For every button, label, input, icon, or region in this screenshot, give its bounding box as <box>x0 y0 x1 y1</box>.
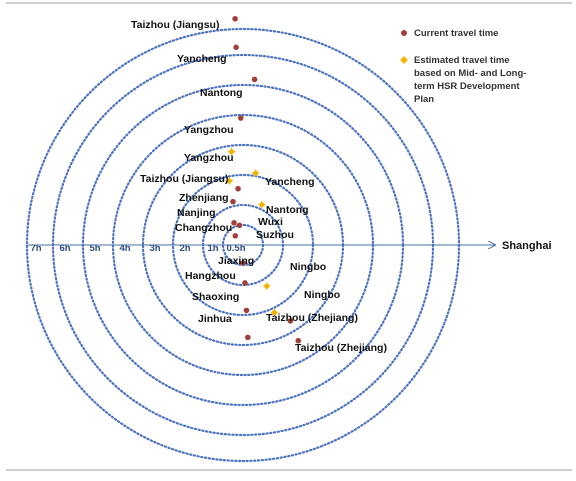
label-estimated-yancheng: Yancheng <box>265 176 315 188</box>
tick-label-6h: 6h <box>59 243 70 254</box>
point-current-taizhou-jiangsu <box>232 15 238 22</box>
point-estimated-yancheng <box>251 169 260 177</box>
legend-label-estimated-line-3: term HSR Development <box>414 81 520 92</box>
point-current-nantong <box>251 76 258 83</box>
top-rule <box>6 2 572 4</box>
point-current-changzhou <box>231 219 237 226</box>
point-current-suzhou <box>232 233 239 239</box>
city-labels: Taizhou (Jiangsu)YanchengNantongYangzhou… <box>131 19 387 354</box>
label-current-yancheng: Yancheng <box>177 53 227 65</box>
tick-label-7h: 7h <box>30 243 41 254</box>
point-current-hangzhou <box>242 280 248 286</box>
label-current-ningbo: Ningbo <box>304 289 340 301</box>
point-current-nanjing <box>230 198 236 205</box>
point-estimated-taizhou-zhejiang <box>270 308 279 317</box>
legend-label-current: Current travel time <box>414 28 498 39</box>
label-current-shaoxing: Shaoxing <box>192 291 239 303</box>
point-current-zhenjiang <box>235 185 241 192</box>
label-current-changzhou: Changzhou <box>175 222 232 234</box>
legend-marker-estimated <box>400 56 408 64</box>
tick-label-5h: 5h <box>89 243 100 254</box>
tick-label-4h: 4h <box>119 243 130 254</box>
bottom-rule <box>6 469 572 471</box>
label-current-hangzhou: Hangzhou <box>185 270 236 282</box>
label-estimated-taizhou-jiangsu: Taizhou (Jiangsu) <box>140 173 228 185</box>
label-current-taizhou-jiangsu: Taizhou (Jiangsu) <box>131 19 219 31</box>
tick-label-1h: 1h <box>207 243 218 254</box>
label-current-zhenjiang: Zhenjiang <box>179 192 229 204</box>
point-current-ningbo <box>287 318 294 324</box>
legend-label-estimated-line-1: Estimated travel time <box>414 55 510 66</box>
point-current-shaoxing <box>243 307 250 314</box>
label-estimated-ningbo: Ningbo <box>290 261 326 273</box>
destination-label: Shanghai <box>502 240 552 252</box>
point-estimated-taizhou-jiangsu <box>225 177 234 185</box>
legend-marker-current <box>401 30 407 36</box>
point-current-yangzhou <box>237 115 244 121</box>
tick-label-3h: 3h <box>149 243 160 254</box>
label-current-wuxi: Wuxi <box>258 216 283 228</box>
legend-label-estimated-line-2: based on Mid- and Long- <box>414 68 526 79</box>
axis-group: Shanghai <box>28 240 552 252</box>
point-current-jiaxing <box>240 260 246 266</box>
label-current-nanjing: Nanjing <box>177 207 216 219</box>
point-current-taizhou-zhejiang <box>295 337 302 344</box>
label-current-nantong: Nantong <box>200 87 243 99</box>
legend: Current travel time Estimated travel tim… <box>400 28 526 105</box>
point-current-wuxi <box>236 222 243 229</box>
point-current-jinhua <box>245 334 251 341</box>
point-estimated-yangzhou <box>227 147 236 156</box>
point-current-yancheng <box>233 44 239 51</box>
label-current-jiaxing: Jiaxing <box>218 255 254 267</box>
tick-labels: 7h 6h 5h 4h 3h 2h 1h 0.5h <box>30 243 245 254</box>
label-current-taizhou-zhejiang: Taizhou (Zhejiang) <box>295 342 387 354</box>
label-estimated-taizhou-zhejiang: Taizhou (Zhejiang) <box>266 312 358 324</box>
legend-label-estimated-line-4: Plan <box>414 94 434 105</box>
label-current-suzhou: Suzhou <box>256 229 294 241</box>
label-current-yangzhou: Yangzhou <box>184 124 234 136</box>
tick-label-2h: 2h <box>179 243 190 254</box>
label-current-jinhua: Jinhua <box>198 313 232 325</box>
point-estimated-ningbo <box>262 282 271 290</box>
label-estimated-yangzhou: Yangzhou <box>184 152 234 164</box>
label-estimated-nantong: Nantong <box>266 204 309 216</box>
point-estimated-nantong <box>258 200 266 209</box>
tick-label-0-5h: 0.5h <box>226 243 245 254</box>
data-points <box>225 15 302 344</box>
